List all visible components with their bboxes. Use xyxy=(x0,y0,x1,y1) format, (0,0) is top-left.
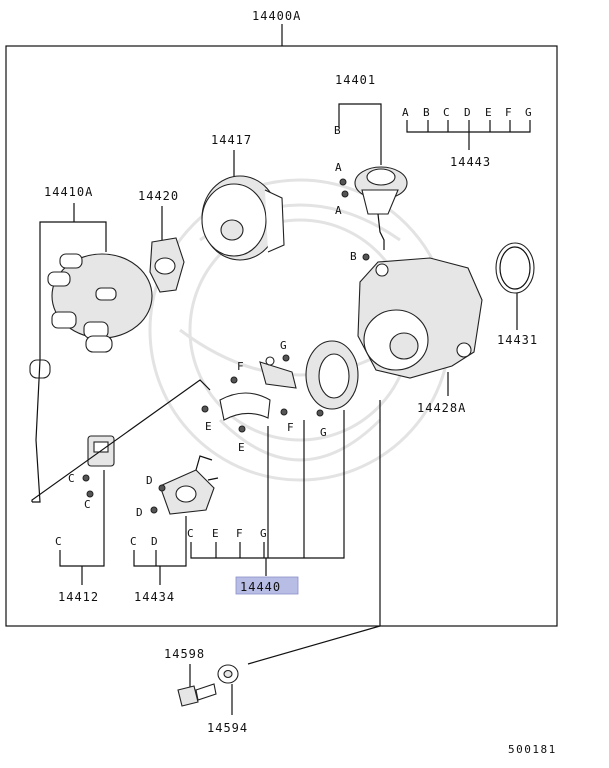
leader-housing-bolt xyxy=(247,400,381,665)
letter-a-kit: A xyxy=(402,106,409,119)
screw-g-1 xyxy=(282,354,290,362)
letter-c-14434: C xyxy=(130,535,137,548)
label-14434[interactable]: 14434 xyxy=(134,590,175,604)
letter-f-14440: F xyxy=(236,527,243,540)
washer-hole xyxy=(223,669,233,679)
letter-d-2: D xyxy=(136,506,143,519)
screw-d-2 xyxy=(150,506,158,514)
letter-g-2: G xyxy=(320,426,327,439)
screw-c-2 xyxy=(86,490,94,498)
label-14428A[interactable]: 14428A xyxy=(417,401,466,415)
highlight-14440 xyxy=(235,576,299,595)
leader-14412 xyxy=(59,470,105,567)
letter-g-kit: G xyxy=(525,106,532,119)
letter-d-14434: D xyxy=(151,535,158,548)
bracket-14434 xyxy=(133,516,187,567)
leader-14401 xyxy=(338,103,382,165)
letter-d-kit: D xyxy=(464,106,471,119)
bolt-14598 xyxy=(177,683,217,707)
letter-c-14412: C xyxy=(55,535,62,548)
distributor-housing xyxy=(357,257,483,379)
rotor-cover xyxy=(201,175,285,261)
leader-14410A xyxy=(39,203,107,360)
pickup-assembly xyxy=(219,356,297,421)
rotor xyxy=(149,237,185,293)
letter-b-kit: B xyxy=(423,106,430,119)
letter-f-2: F xyxy=(287,421,294,434)
letter-f-kit: F xyxy=(505,106,512,119)
label-14412[interactable]: 14412 xyxy=(58,590,99,604)
o-ring-inner xyxy=(499,246,531,290)
screw-d-1 xyxy=(158,484,166,492)
letter-e-1: E xyxy=(205,420,212,433)
distributor-cap xyxy=(47,253,153,353)
screw-f-2 xyxy=(280,408,288,416)
letter-e-kit: E xyxy=(485,106,492,119)
screws-a xyxy=(339,178,349,198)
label-14440[interactable]: 14440 xyxy=(240,580,281,594)
letter-f-1: F xyxy=(237,360,244,373)
letter-a-2: A xyxy=(335,204,342,217)
ignition-module xyxy=(159,455,219,515)
screw-e-1 xyxy=(201,405,209,413)
letter-e-14440: E xyxy=(212,527,219,540)
label-14410A[interactable]: 14410A xyxy=(44,185,93,199)
screw-b xyxy=(362,253,370,261)
letter-c-kit: C xyxy=(443,106,450,119)
letter-e-2: E xyxy=(238,441,245,454)
letter-d-1: D xyxy=(146,474,153,487)
letter-c-1: C xyxy=(68,472,75,485)
label-14400A[interactable]: 14400A xyxy=(252,9,301,23)
screw-c-1 xyxy=(82,474,90,482)
label-14417[interactable]: 14417 xyxy=(211,133,252,147)
letter-g-14440: G xyxy=(260,527,267,540)
assembly-frame xyxy=(5,45,558,627)
bracket-14440 xyxy=(190,410,345,559)
letter-a-1: A xyxy=(335,161,342,174)
vacuum-advance-unit xyxy=(354,166,408,250)
letter-b-top: B xyxy=(334,124,341,137)
cap-leader-lower xyxy=(32,359,41,503)
screw-e-2 xyxy=(238,425,246,433)
label-14443[interactable]: 14443 xyxy=(450,155,491,169)
label-14401[interactable]: 14401 xyxy=(335,73,376,87)
bracket-14443 xyxy=(406,120,531,150)
o-ring xyxy=(495,242,535,294)
letter-c-2: C xyxy=(84,498,91,511)
screw-g-2 xyxy=(316,409,324,417)
label-14594[interactable]: 14594 xyxy=(207,721,248,735)
image-reference: 500181 xyxy=(508,743,557,756)
label-14431[interactable]: 14431 xyxy=(497,333,538,347)
screw-f-1 xyxy=(230,376,238,384)
letter-b-lower: B xyxy=(350,250,357,263)
label-14598[interactable]: 14598 xyxy=(164,647,205,661)
letter-g-1: G xyxy=(280,339,287,352)
letter-c-14440: C xyxy=(187,527,194,540)
label-14420[interactable]: 14420 xyxy=(138,189,179,203)
frame-diagonal xyxy=(31,379,211,502)
breaker-plate xyxy=(305,340,359,410)
